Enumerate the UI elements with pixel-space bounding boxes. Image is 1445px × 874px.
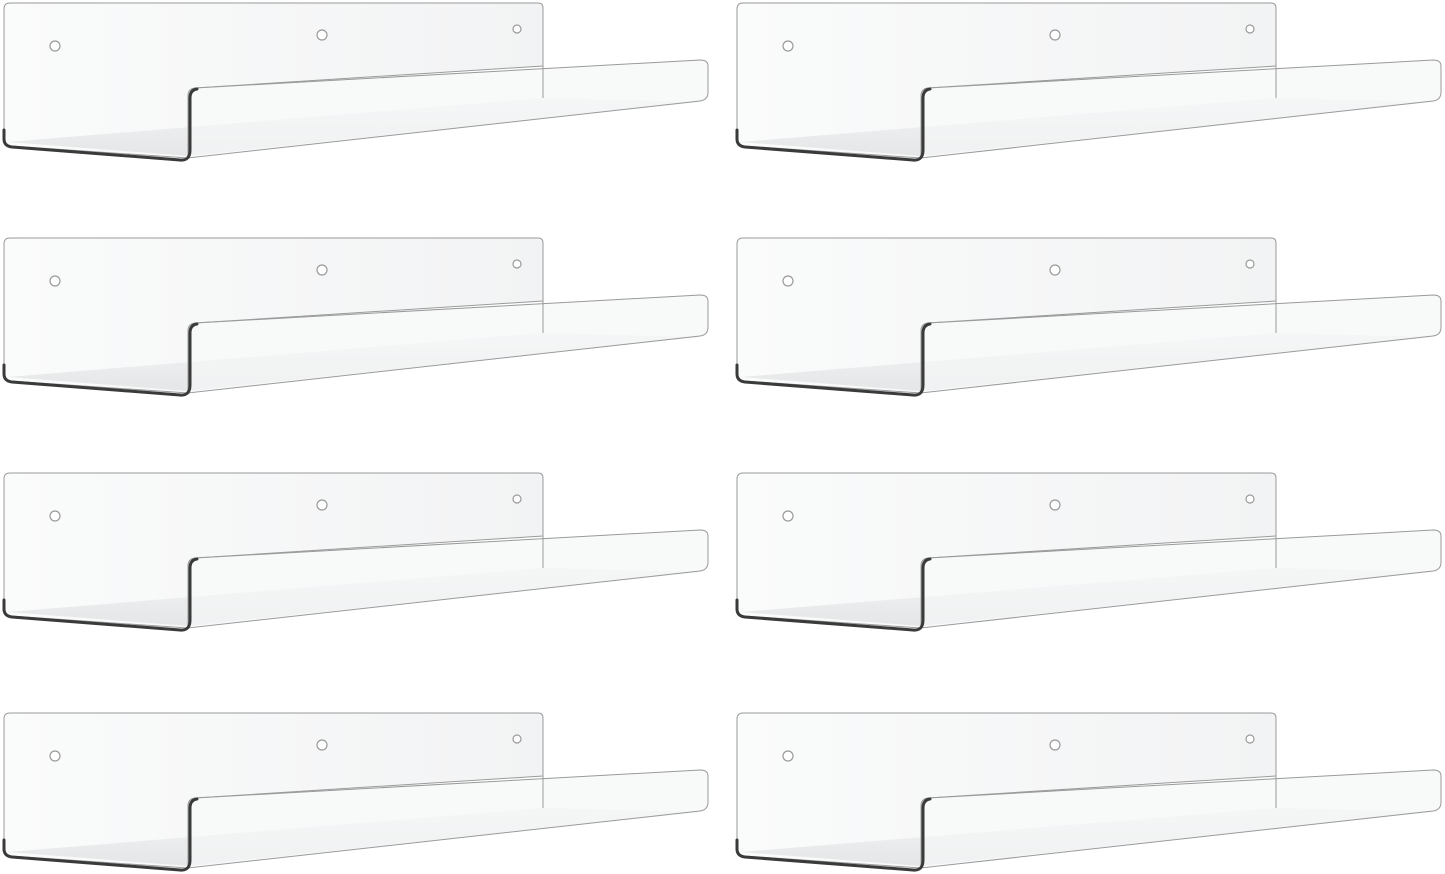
shelf-6 xyxy=(735,471,1443,632)
shelf-4 xyxy=(735,236,1443,397)
shelf-2 xyxy=(735,1,1443,162)
shelf-7 xyxy=(2,711,710,872)
shelf-8 xyxy=(735,711,1443,872)
shelf-5 xyxy=(2,471,710,632)
shelf-1 xyxy=(2,1,710,162)
shelf-3 xyxy=(2,236,710,397)
